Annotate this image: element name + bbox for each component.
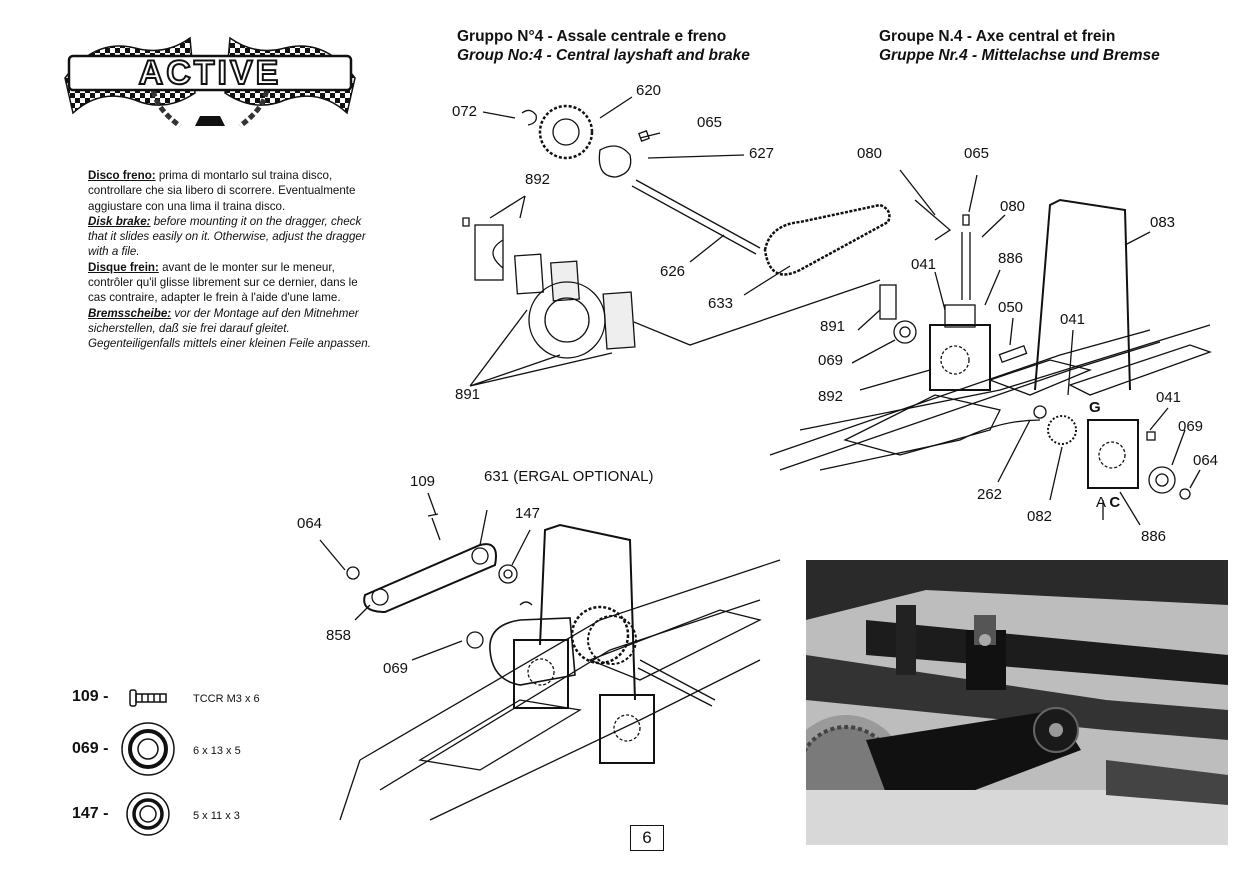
- header-it-en: Gruppo N°4 - Assale centrale e freno Gro…: [457, 27, 750, 65]
- photo-graphic: [806, 560, 1228, 845]
- lower-chassis: [359, 559, 781, 791]
- note-german: Bremsscheibe: vor der Montage auf den Mi…: [88, 306, 371, 351]
- brake-pad-891-right: [879, 284, 897, 320]
- active-logo: ACTIVE: [55, 18, 365, 133]
- label-069-bottom: 069: [383, 660, 409, 677]
- brake-pad-892: [474, 224, 504, 281]
- pin-050: [998, 344, 1028, 364]
- label-886-top: 886: [998, 250, 1024, 267]
- label-631: 631 (ERGAL OPTIONAL): [484, 468, 654, 485]
- label-109: 109: [410, 473, 436, 490]
- logo-text: ACTIVE: [139, 54, 282, 92]
- bearing-147: [498, 564, 518, 584]
- page-number: 6: [630, 825, 664, 851]
- label-262: 262: [977, 486, 1003, 503]
- label-147: 147: [515, 505, 541, 522]
- label-064-right: 064: [1193, 452, 1219, 469]
- clip-064: [1179, 488, 1191, 500]
- label-C: A C: [1096, 494, 1121, 511]
- brake-disc: [528, 281, 606, 359]
- spec-code-109: 109 -: [72, 688, 109, 705]
- header-french: Groupe N.4 - Axe central et frein: [879, 28, 1116, 45]
- header-german: Gruppe Nr.4 - Mittelachse und Bremse: [879, 47, 1160, 64]
- label-891-right: 891: [820, 318, 846, 335]
- screw-109: [427, 513, 441, 541]
- brake-pad-891b: [550, 260, 580, 302]
- label-892-right: 892: [818, 388, 844, 405]
- dragger: [598, 145, 632, 178]
- label-041-right: 041: [1156, 389, 1182, 406]
- label-069-right-top: 069: [818, 352, 844, 369]
- logo-graphic: ACTIVE: [64, 36, 356, 129]
- label-620: 620: [636, 82, 662, 99]
- part-626-shaft: [631, 179, 761, 255]
- clip-262: [1033, 405, 1047, 419]
- spec-dim-147: 5 x 11 x 3: [193, 810, 240, 822]
- label-858: 858: [326, 627, 352, 644]
- brake-pad-891a: [514, 253, 544, 295]
- label-627: 627: [749, 145, 775, 162]
- label-080-left: 080: [857, 145, 883, 162]
- note-english: Disk brake: before mounting it on the dr…: [88, 214, 366, 259]
- brake-pad-891c: [602, 291, 636, 350]
- bearing-block-886: [1087, 419, 1139, 489]
- label-626: 626: [660, 263, 686, 280]
- header-english: Group No:4 - Central layshaft and brake: [457, 47, 750, 64]
- spec-dim-109: TCCR M3 x 6: [193, 693, 260, 705]
- bearing-block-892: [929, 324, 991, 391]
- link-858: [363, 543, 497, 614]
- bearing-block-right: [599, 694, 655, 764]
- label-891-bottom: 891: [455, 386, 481, 403]
- clip-064-bottom: [346, 566, 360, 580]
- note-french: Disque frein: avant de le monter sur le …: [88, 260, 358, 305]
- label-633: 633: [708, 295, 734, 312]
- bearing-069-b: [1148, 466, 1176, 494]
- label-064-bottom: 064: [297, 515, 323, 532]
- brake-disc-notes: Disco freno: prima di montarlo sul train…: [88, 168, 373, 352]
- header-fr-de: Groupe N.4 - Axe central et frein Gruppe…: [879, 27, 1160, 65]
- note-italian: Disco freno: prima di montarlo sul train…: [88, 169, 356, 213]
- spec-code-069: 069 -: [72, 740, 109, 757]
- label-065-right: 065: [964, 145, 990, 162]
- label-G: G: [1089, 399, 1101, 416]
- label-083: 083: [1150, 214, 1176, 231]
- label-072: 072: [452, 103, 478, 120]
- spec-code-147: 147 -: [72, 805, 109, 822]
- part-620-gear: [538, 104, 594, 160]
- bearing-069-c: [466, 631, 484, 649]
- wire-080: [914, 199, 952, 241]
- header-italian: Gruppo N°4 - Assale centrale e freno: [457, 28, 727, 45]
- part-072-clip: [521, 109, 537, 126]
- antenna-083: [1034, 198, 1131, 391]
- antenna-bottom: [539, 523, 636, 701]
- label-041-middle: 041: [1060, 311, 1086, 328]
- pin-080: [961, 232, 971, 300]
- part-633-belt: [763, 203, 891, 276]
- label-892-top: 892: [525, 171, 551, 188]
- gear-082: [1047, 415, 1077, 445]
- label-082: 082: [1027, 508, 1053, 525]
- spec-dim-069: 6 x 13 x 5: [193, 745, 241, 757]
- label-065-top: 065: [697, 114, 723, 131]
- label-050: 050: [998, 299, 1024, 316]
- label-069-right: 069: [1178, 418, 1204, 435]
- spur-gear: [570, 605, 630, 665]
- assembly-photo: [806, 560, 1228, 845]
- bearing-069-a: [893, 320, 917, 344]
- bearing-block-left: [513, 639, 569, 709]
- label-041-top: 041: [911, 256, 937, 273]
- label-886-bottom: 886: [1141, 528, 1167, 545]
- layshaft-bottom: [637, 659, 716, 707]
- label-080-right: 080: [1000, 198, 1026, 215]
